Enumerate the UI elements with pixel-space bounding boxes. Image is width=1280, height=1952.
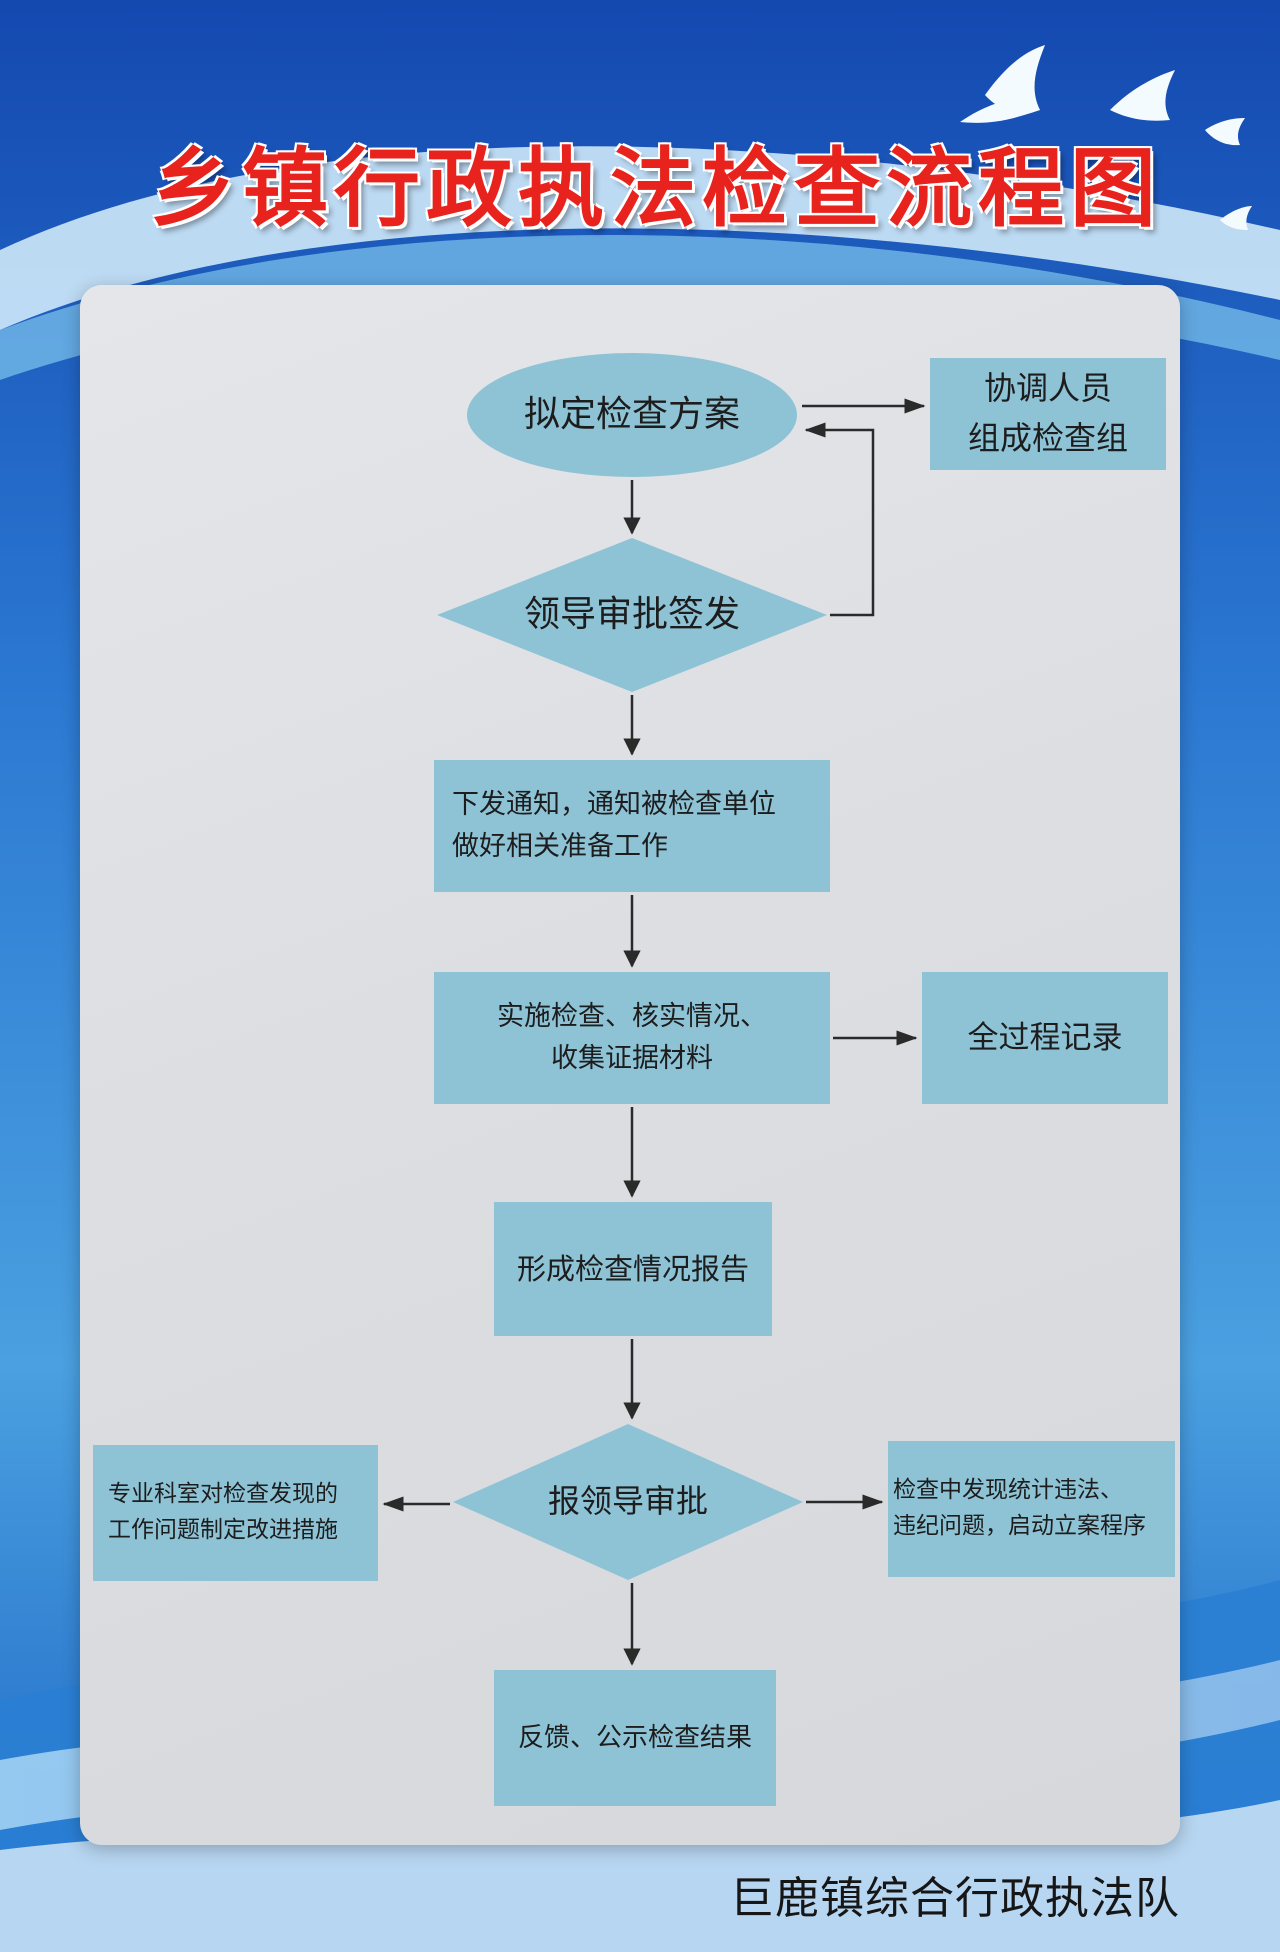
node-rectification: 专业科室对检查发现的工作问题制定改进措施 [108, 1445, 378, 1581]
node-label-line: 实施检查、核实情况、 [497, 1001, 767, 1033]
node-case-filing-shape [888, 1441, 1175, 1577]
node-coordinate-staff-lines: 协调人员组成检查组 [968, 364, 1128, 463]
node-inspection-report-shape [494, 1202, 772, 1336]
edge-approval-back-to-plan [804, 422, 875, 617]
node-publish-results-shape [494, 1670, 776, 1806]
node-label-line: 做好相关准备工作 [452, 831, 668, 862]
node-draft-plan-shape [467, 353, 797, 477]
node-label-line: 领导审批签发 [523, 594, 740, 636]
node-conduct-inspection-lines: 实施检查、核实情况、收集证据材料 [497, 996, 767, 1080]
dove-icon [1110, 70, 1175, 121]
node-label-line: 全过程记录 [967, 1019, 1123, 1056]
node-publish-results-lines: 反馈、公示检查结果 [518, 1718, 752, 1758]
node-leader-approval: 领导审批签发 [437, 568, 827, 662]
node-draft-plan-lines: 拟定检查方案 [524, 387, 740, 443]
node-label-line: 组成检查组 [967, 419, 1128, 457]
node-report-approval: 报领导审批 [453, 1458, 803, 1546]
node-case-filing: 检查中发现统计违法、违纪问题，启动立案程序 [893, 1441, 1175, 1577]
node-leader-approval-shape [437, 538, 827, 692]
node-issue-notice-shape [434, 760, 830, 892]
node-case-filing-lines: 检查中发现统计违法、违纪问题，启动立案程序 [893, 1473, 1146, 1544]
node-full-record-shape [922, 972, 1168, 1104]
dove-icon [960, 45, 1045, 123]
dove-icon [1205, 118, 1245, 146]
node-report-approval-shape [453, 1424, 803, 1580]
node-label-line: 违纪问题，启动立案程序 [893, 1513, 1146, 1539]
node-full-record-lines: 全过程记录 [968, 1014, 1123, 1062]
node-label-line: 形成检查情况报告 [516, 1251, 749, 1286]
poster-title: 乡镇行政执法检查流程图 [150, 139, 1162, 239]
node-label-line: 下发通知，通知被检查单位 [452, 789, 776, 821]
node-label-line: 报领导审批 [547, 1482, 708, 1521]
node-inspection-report-lines: 形成检查情况报告 [517, 1247, 749, 1292]
node-label-line: 专业科室对检查发现的 [108, 1481, 338, 1508]
node-rectification-shape [93, 1445, 378, 1581]
node-leader-approval-lines: 领导审批签发 [524, 587, 740, 643]
node-issue-notice-lines: 下发通知，通知被检查单位做好相关准备工作 [452, 784, 776, 868]
node-label-line: 拟定检查方案 [523, 394, 740, 436]
node-draft-plan: 拟定检查方案 [467, 353, 797, 477]
node-conduct-inspection: 实施检查、核实情况、收集证据材料 [434, 972, 830, 1104]
node-issue-notice: 下发通知，通知被检查单位做好相关准备工作 [452, 760, 830, 892]
node-label-line: 收集证据材料 [551, 1043, 713, 1074]
organization-name: 巨鹿镇综合行政执法队 [730, 1873, 1180, 1924]
node-label-line: 检查中发现统计违法、 [893, 1477, 1123, 1504]
node-label-line: 反馈、公示检查结果 [517, 1722, 752, 1753]
node-label-line: 协调人员 [983, 369, 1112, 408]
node-coordinate-staff-shape [930, 358, 1166, 470]
node-rectification-lines: 专业科室对检查发现的工作问题制定改进措施 [108, 1477, 338, 1548]
node-conduct-inspection-shape [434, 972, 830, 1104]
node-inspection-report: 形成检查情况报告 [494, 1202, 772, 1336]
node-publish-results: 反馈、公示检查结果 [494, 1670, 776, 1806]
node-report-approval-lines: 报领导审批 [548, 1477, 708, 1527]
node-full-record: 全过程记录 [922, 972, 1168, 1104]
node-coordinate-staff: 协调人员组成检查组 [930, 358, 1166, 470]
node-label-line: 工作问题制定改进措施 [108, 1517, 338, 1543]
dove-icon [1220, 206, 1252, 230]
